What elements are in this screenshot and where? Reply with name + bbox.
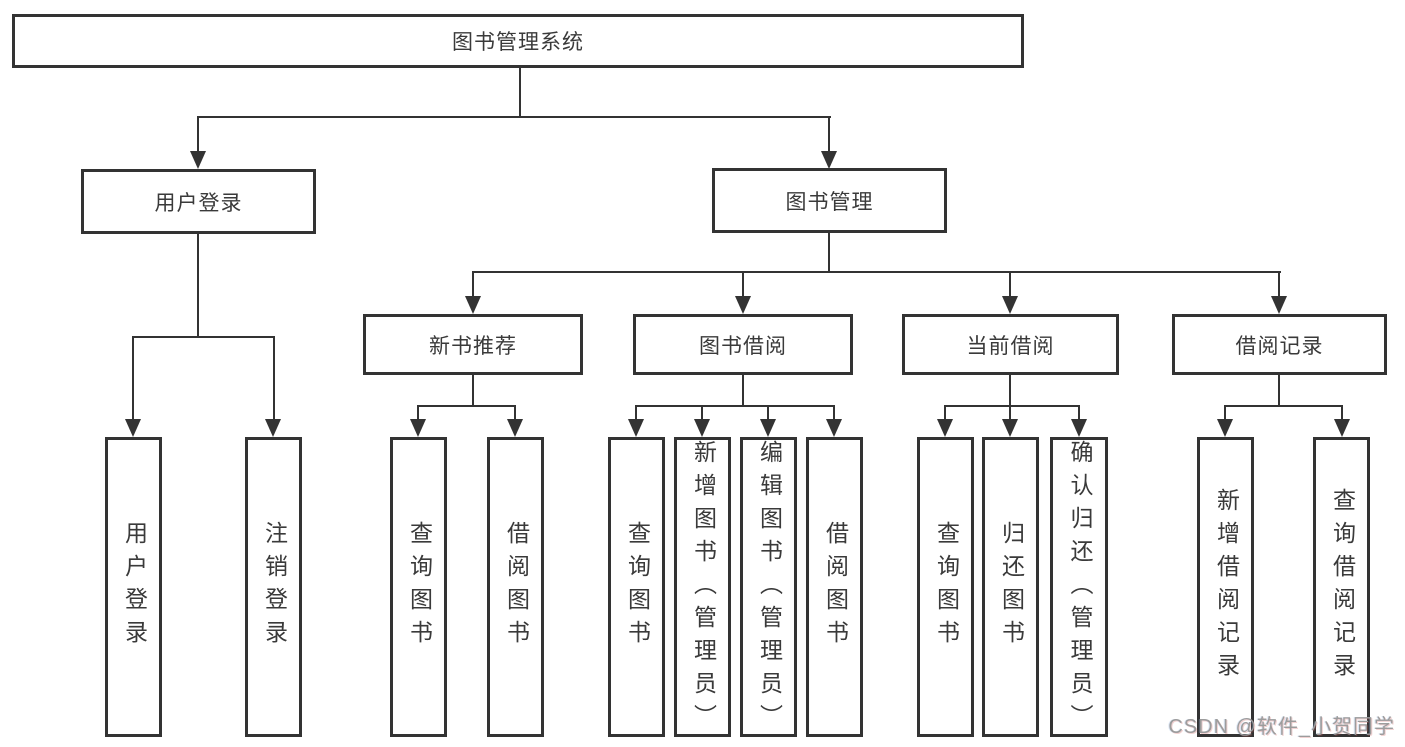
arrowhead-down-icon bbox=[125, 419, 141, 437]
watermark: CSDN @软件_小贺同学 bbox=[1168, 716, 1395, 738]
connector-drop-book-management bbox=[828, 116, 830, 152]
node-new-book-recommendation: 新书推荐 bbox=[363, 314, 583, 375]
arrowhead-down-icon bbox=[1002, 296, 1018, 314]
node-user-login: 用户登录 bbox=[81, 169, 316, 234]
leaf-label: 新增图书（管理员） bbox=[690, 440, 717, 737]
leaf-edit-book-admin: 编辑图书（管理员） bbox=[740, 437, 797, 737]
arrowhead-down-icon bbox=[465, 296, 481, 314]
connector-drop-leaf bbox=[132, 336, 134, 420]
leaf-borrow-books-borrowing: 借阅图书 bbox=[806, 437, 863, 737]
arrowhead-down-icon bbox=[1002, 419, 1018, 437]
connector-userlogin-crossbar bbox=[132, 336, 275, 338]
node-current-borrowing: 当前借阅 bbox=[902, 314, 1119, 375]
leaf-label: 确认归还（管理员） bbox=[1066, 440, 1093, 737]
leaf-label: 编辑图书（管理员） bbox=[756, 440, 783, 737]
connector-userlogin-trunk bbox=[197, 234, 199, 337]
connector-drop-leaf bbox=[273, 336, 275, 420]
connector-drop-leaf bbox=[1009, 405, 1011, 420]
leaf-label: 查询图书 bbox=[933, 521, 960, 653]
arrowhead-down-icon bbox=[1071, 419, 1087, 437]
leaf-add-borrow-record: 新增借阅记录 bbox=[1197, 437, 1254, 737]
node-label: 用户登录 bbox=[154, 191, 243, 215]
arrowhead-down-icon bbox=[628, 419, 644, 437]
node-label: 借阅记录 bbox=[1235, 334, 1324, 358]
arrowhead-down-icon bbox=[265, 419, 281, 437]
connector-drop-leaf bbox=[701, 405, 703, 420]
leaf-label: 注销登录 bbox=[261, 521, 288, 653]
connector-drop-l3 bbox=[1009, 271, 1011, 297]
arrowhead-down-icon bbox=[760, 419, 776, 437]
node-label: 当前借阅 bbox=[966, 334, 1055, 358]
node-book-management: 图书管理 bbox=[712, 168, 947, 233]
leaf-query-books-borrowing: 查询图书 bbox=[608, 437, 665, 737]
connector-drop-leaf bbox=[944, 405, 946, 420]
leaf-label: 查询图书 bbox=[624, 521, 651, 653]
connector-root-trunk bbox=[519, 68, 521, 118]
connector-drop-l3 bbox=[472, 271, 474, 297]
connector-bookmgmt-crossbar bbox=[472, 271, 1281, 273]
arrowhead-down-icon bbox=[507, 419, 523, 437]
arrowhead-down-icon bbox=[821, 151, 837, 169]
leaf-logout: 注销登录 bbox=[245, 437, 302, 737]
node-label: 图书借阅 bbox=[699, 334, 787, 358]
arrowhead-down-icon bbox=[1271, 296, 1287, 314]
connector-current-trunk bbox=[1009, 375, 1011, 407]
connector-borrowing-trunk bbox=[742, 375, 744, 407]
leaf-label: 查询借阅记录 bbox=[1329, 488, 1356, 686]
connector-current-crossbar bbox=[944, 405, 1080, 407]
leaf-label: 借阅图书 bbox=[503, 521, 530, 653]
leaf-add-book-admin: 新增图书（管理员） bbox=[674, 437, 731, 737]
connector-drop-l3 bbox=[1278, 271, 1280, 297]
leaf-borrow-books-recommend: 借阅图书 bbox=[487, 437, 544, 737]
connector-records-trunk bbox=[1278, 375, 1280, 407]
connector-bookmgmt-trunk bbox=[828, 233, 830, 273]
connector-recommend-crossbar bbox=[417, 405, 515, 407]
arrowhead-down-icon bbox=[1334, 419, 1350, 437]
arrowhead-down-icon bbox=[190, 151, 206, 169]
connector-borrowing-crossbar bbox=[635, 405, 835, 407]
connector-drop-leaf bbox=[1341, 405, 1343, 420]
arrowhead-down-icon bbox=[937, 419, 953, 437]
leaf-query-books-recommend: 查询图书 bbox=[390, 437, 447, 737]
leaf-query-books-current: 查询图书 bbox=[917, 437, 974, 737]
connector-drop-leaf bbox=[514, 405, 516, 420]
connector-root-crossbar bbox=[197, 116, 831, 118]
arrowhead-down-icon bbox=[410, 419, 426, 437]
connector-drop-leaf bbox=[1224, 405, 1226, 420]
leaf-confirm-return-admin: 确认归还（管理员） bbox=[1050, 437, 1108, 737]
leaf-user-login: 用户登录 bbox=[105, 437, 162, 737]
leaf-label: 借阅图书 bbox=[822, 521, 849, 653]
node-label: 图书管理 bbox=[785, 190, 874, 214]
arrowhead-down-icon bbox=[1217, 419, 1233, 437]
connector-drop-user-login bbox=[197, 116, 199, 152]
connector-recommend-trunk bbox=[472, 375, 474, 407]
arrowhead-down-icon bbox=[826, 419, 842, 437]
connector-drop-l3 bbox=[742, 271, 744, 297]
node-book-borrowing: 图书借阅 bbox=[633, 314, 853, 375]
connector-drop-leaf bbox=[833, 405, 835, 420]
connector-records-crossbar bbox=[1224, 405, 1343, 407]
node-label: 图书管理系统 bbox=[452, 31, 584, 54]
connector-drop-leaf bbox=[635, 405, 637, 420]
leaf-label: 用户登录 bbox=[121, 521, 148, 653]
leaf-label: 归还图书 bbox=[998, 521, 1025, 653]
node-borrowing-records: 借阅记录 bbox=[1172, 314, 1387, 375]
leaf-label: 查询图书 bbox=[406, 521, 433, 653]
leaf-label: 新增借阅记录 bbox=[1213, 488, 1240, 686]
connector-drop-leaf bbox=[1078, 405, 1080, 420]
node-library-management-system: 图书管理系统 bbox=[12, 14, 1024, 68]
connector-drop-leaf bbox=[767, 405, 769, 420]
leaf-query-borrow-record: 查询借阅记录 bbox=[1313, 437, 1370, 737]
node-label: 新书推荐 bbox=[429, 334, 517, 358]
arrowhead-down-icon bbox=[735, 296, 751, 314]
leaf-return-books: 归还图书 bbox=[982, 437, 1039, 737]
arrowhead-down-icon bbox=[694, 419, 710, 437]
connector-drop-leaf bbox=[417, 405, 419, 420]
